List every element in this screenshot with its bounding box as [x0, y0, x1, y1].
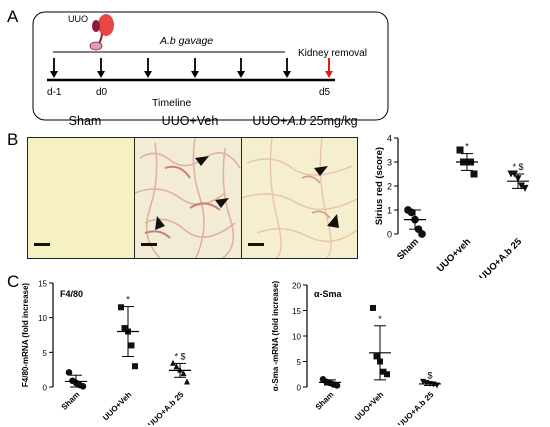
data-point [79, 383, 87, 390]
tissue-texture [242, 138, 357, 258]
category-label: UUO+A.b 25 [146, 390, 186, 425]
y-tick-label: 5 [43, 349, 48, 358]
category-label: Sham [314, 390, 336, 412]
data-point [132, 363, 138, 370]
y-tick-label: 20 [292, 282, 301, 291]
data-point [470, 170, 478, 178]
scale-bar [141, 243, 157, 246]
data-point [370, 304, 376, 311]
data-point [170, 359, 176, 366]
panel-letter-a: A [7, 7, 19, 26]
title-italic: A.b [287, 114, 307, 128]
y-tick-label: 0 [387, 230, 392, 240]
category-label: Sham [60, 390, 82, 412]
y-tick-label: 3 [387, 158, 392, 168]
data-point [384, 371, 390, 378]
title-suffix: 25mg/kg [306, 114, 358, 128]
y-axis-label: Sirius red (score) [374, 147, 385, 225]
day-label: d0 [96, 87, 108, 98]
gavage-arrowhead [283, 71, 291, 78]
micrograph-title-ab: UUO+A.b 25mg/kg [240, 114, 370, 128]
asma-chart: 0 5 10 15 20 α-Sma -mRNA (fold increase) α-Sma… [271, 280, 441, 425]
significance-label: * [465, 142, 469, 152]
f480-chart: 0 5 10 15 F4/80-mRNA (fold increase) F4/80Sha… [21, 280, 191, 425]
title-prefix: UUO+ [252, 114, 288, 128]
y-tick-label: 15 [292, 307, 301, 316]
micrograph-title-veh: UUO+Veh [161, 114, 219, 128]
scale-bar [248, 243, 264, 246]
micrograph-uuo-ab [241, 137, 358, 259]
timeline-box [32, 11, 389, 121]
data-point [373, 353, 380, 360]
data-point [128, 342, 135, 349]
y-axis-label: α-Sma -mRNA (fold increase) [271, 280, 280, 391]
timeline-label: Timeline [152, 97, 191, 109]
data-point [521, 184, 529, 192]
significance-label: * $ [174, 351, 185, 361]
data-point [121, 325, 128, 332]
y-tick-label: 10 [292, 333, 301, 342]
scale-bar [34, 243, 50, 246]
day-label: d5 [319, 87, 331, 98]
category-label: Sham [395, 236, 421, 262]
significance-label: * $ [512, 162, 523, 172]
gavage-label: A.b gavage [159, 35, 213, 47]
chart-title: α-Sma [314, 289, 343, 299]
category-label: UUO+A.b 25 [477, 236, 524, 278]
gavage-arrowhead [144, 71, 152, 78]
category-label: UUO+veh [435, 236, 473, 274]
data-point [333, 382, 341, 389]
y-tick-label: 4 [387, 134, 392, 144]
y-axis-label: F4/80-mRNA (fold increase) [21, 283, 30, 388]
significance-label: * [126, 295, 130, 305]
y-tick-label: 5 [297, 358, 302, 367]
data-point [184, 378, 190, 385]
panel-letter-c: C [7, 272, 20, 291]
data-point [173, 363, 180, 370]
y-tick-label: 1 [387, 206, 392, 216]
kidney-icon [89, 14, 114, 51]
chart-title: F4/80 [60, 289, 83, 299]
y-tick-label: 15 [38, 280, 47, 289]
data-point [118, 304, 124, 311]
category-label: UUO+Veh [101, 390, 133, 422]
tissue-texture [135, 138, 241, 258]
data-point [418, 230, 426, 238]
category-label: UUO+Veh [353, 390, 385, 422]
category-label: UUO+A.b 25 [396, 390, 436, 425]
micrograph-sham [27, 137, 135, 259]
day-label: d-1 [47, 87, 62, 98]
timeline-schematic: UUO A.b gavage Kidney removal d-1 d0 d5 … [32, 11, 389, 121]
data-point [518, 182, 525, 190]
y-tick-label: 10 [38, 314, 47, 323]
removal-arrowhead [325, 71, 333, 78]
gavage-arrowhead [50, 71, 58, 78]
kidney-removal-label: Kidney removal [298, 48, 367, 59]
data-point [180, 370, 187, 377]
panel-letter-b: B [7, 130, 19, 149]
significance-label: * [378, 314, 382, 324]
uuo-label: UUO [68, 14, 88, 24]
micrograph-uuo-veh [134, 137, 242, 259]
y-tick-label: 0 [297, 384, 302, 393]
y-tick-label: 0 [43, 384, 48, 393]
data-point [380, 368, 387, 375]
data-point [65, 369, 73, 376]
significance-label: $ [427, 370, 432, 380]
micrograph-title-sham: Sham [68, 114, 102, 128]
gavage-arrowhead [237, 71, 245, 78]
gavage-arrowhead [191, 71, 199, 78]
y-tick-label: 2 [387, 182, 392, 192]
gavage-arrowhead [97, 71, 105, 78]
data-point [456, 146, 464, 154]
